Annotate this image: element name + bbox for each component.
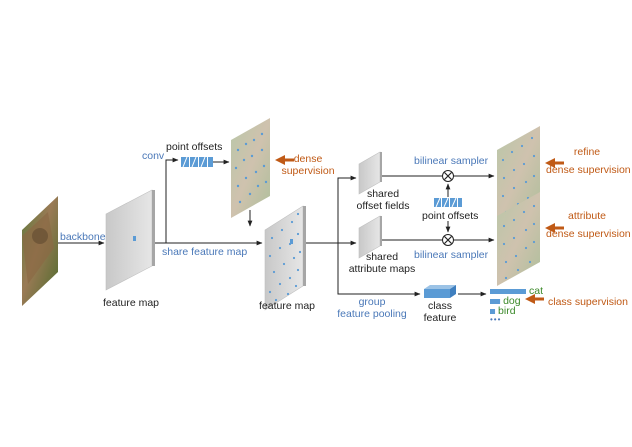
shared-attribute-maps-panel	[358, 215, 382, 259]
conv-offset-block	[181, 156, 213, 168]
dense-supervision-top-line1: dense	[293, 153, 323, 165]
shared-attribute-maps-label: shared attribute maps	[342, 251, 422, 275]
class-score-bars	[490, 289, 526, 314]
shared-offset-fields-line1: shared	[366, 188, 400, 200]
shared-offset-fields-line2: offset fields	[356, 200, 410, 212]
shared-attribute-maps-line2: attribute maps	[348, 263, 416, 275]
feature-map-1	[105, 189, 155, 291]
dense-supervision-top-label: dense supervision	[268, 153, 348, 177]
attribute-supervision-label: attribute dense supervision	[546, 210, 631, 240]
attribute-supervision-line1: attribute	[568, 210, 606, 222]
class-bar-bird	[490, 309, 496, 314]
class-supervision-label: class supervision	[548, 296, 628, 308]
point-offsets-mid-label: point offsets	[422, 210, 479, 222]
conv-label: conv	[142, 150, 165, 162]
shared-offset-fields-label: shared offset fields	[348, 188, 418, 212]
class-bar-cat	[490, 289, 526, 294]
bilinear-sampler-top-label: bilinear sampler	[414, 155, 489, 167]
offset-image-top	[231, 118, 270, 218]
point-offset-block-mid	[434, 197, 462, 208]
share-feature-map-label: share feature map	[162, 246, 248, 258]
class-bar-dog	[490, 299, 501, 304]
group-feature-pooling-line1: group	[358, 296, 386, 308]
refine-supervision-line2: dense supervision	[546, 164, 631, 176]
class-supervision-arrow	[525, 294, 544, 304]
backbone-label: backbone	[60, 231, 106, 243]
class-label-dog: dog	[503, 295, 521, 307]
feature-map-1-label: feature map	[102, 297, 160, 309]
dense-supervision-top-line2: supervision	[281, 165, 335, 177]
class-feature-label: class feature	[415, 300, 465, 324]
group-feature-pooling-label: group feature pooling	[332, 296, 412, 320]
attribute-image	[497, 192, 540, 286]
point-offsets-top-label: point offsets	[166, 141, 223, 153]
class-feature-line2: feature	[423, 312, 457, 324]
feature-map-2-label: feature map	[258, 300, 316, 312]
feature-map-2	[264, 205, 306, 311]
class-feature-block	[424, 285, 456, 298]
refine-supervision-label: refine dense supervision	[546, 146, 631, 176]
input-image	[22, 196, 58, 306]
conv-arrow	[155, 157, 179, 244]
class-label-bird: bird	[498, 305, 516, 317]
multiply-node-top	[442, 170, 454, 182]
shared-attribute-maps-line1: shared	[365, 251, 399, 263]
class-feature-line1: class	[428, 300, 452, 312]
multiply-node-bottom	[442, 234, 454, 246]
class-label-cat: cat	[529, 285, 544, 297]
shared-offset-fields-panel	[358, 151, 382, 195]
group-feature-pooling-line2: feature pooling	[337, 308, 407, 320]
refine-supervision-arrow	[545, 158, 564, 168]
dense-supervision-arrow-top	[275, 155, 294, 165]
more-classes-ellipsis: •••	[490, 315, 502, 324]
attribute-supervision-arrow	[545, 223, 564, 233]
bilinear-sampler-bottom-label: bilinear sampler	[414, 249, 489, 261]
attribute-supervision-line2: dense supervision	[546, 228, 631, 240]
refine-supervision-line1: refine	[573, 146, 601, 158]
branch-class-arrow	[337, 243, 421, 297]
